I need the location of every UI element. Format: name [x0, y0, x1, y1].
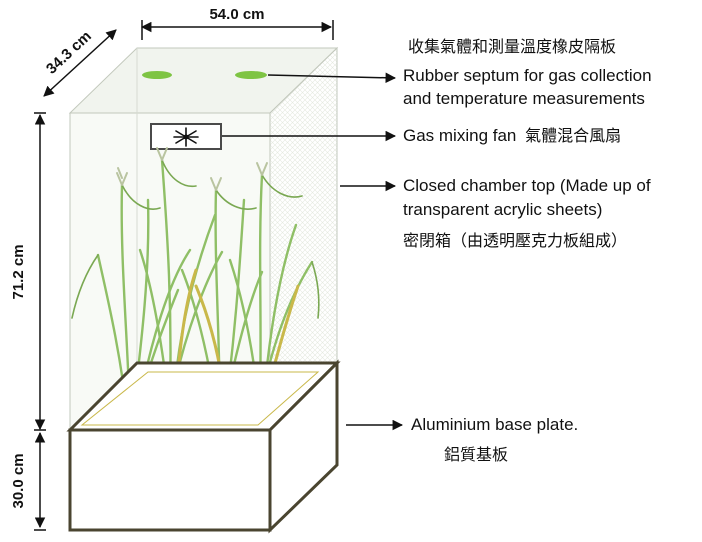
fan-label: Gas mixing fan 氣體混合風扇: [403, 125, 621, 146]
dimension-lines: [34, 20, 334, 531]
base-front-face: [68, 428, 272, 532]
fan-label-en: Gas mixing fan: [403, 126, 517, 145]
width-dimension: 54.0 cm: [209, 6, 264, 23]
base-label-en: Aluminium base plate.: [411, 415, 579, 434]
aluminium-base: [66, 359, 341, 534]
chamber-label-cn: 密閉箱（由透明壓克力板組成）: [403, 231, 628, 250]
base-height-dimension: 30.0 cm: [10, 453, 27, 508]
septum-leader: [267, 72, 397, 84]
septum-right: [235, 71, 267, 79]
septum-label-en-line2: and temperature measurements: [403, 89, 645, 108]
chamber-label-en-line1: Closed chamber top (Made up of: [403, 176, 651, 195]
fan-icon: [150, 123, 222, 150]
leader-arrows: [222, 72, 404, 431]
base-inner-rim: [80, 371, 320, 426]
septum-left: [142, 71, 172, 79]
fan-label-cn: 氣體混合風扇: [525, 126, 622, 145]
septum-label-en-line1: Rubber septum for gas collection: [403, 66, 652, 85]
depth-dimension: 34.3 cm: [43, 28, 95, 78]
septum-label-cn: 收集氣體和測量溫度橡皮隔板: [408, 37, 617, 56]
chamber-label-en-line2: transparent acrylic sheets): [403, 200, 603, 219]
acrylic-chamber: [68, 46, 339, 432]
chamber-height-dimension: 71.2 cm: [10, 244, 27, 299]
base-label-cn: 鋁質基板: [444, 445, 509, 464]
